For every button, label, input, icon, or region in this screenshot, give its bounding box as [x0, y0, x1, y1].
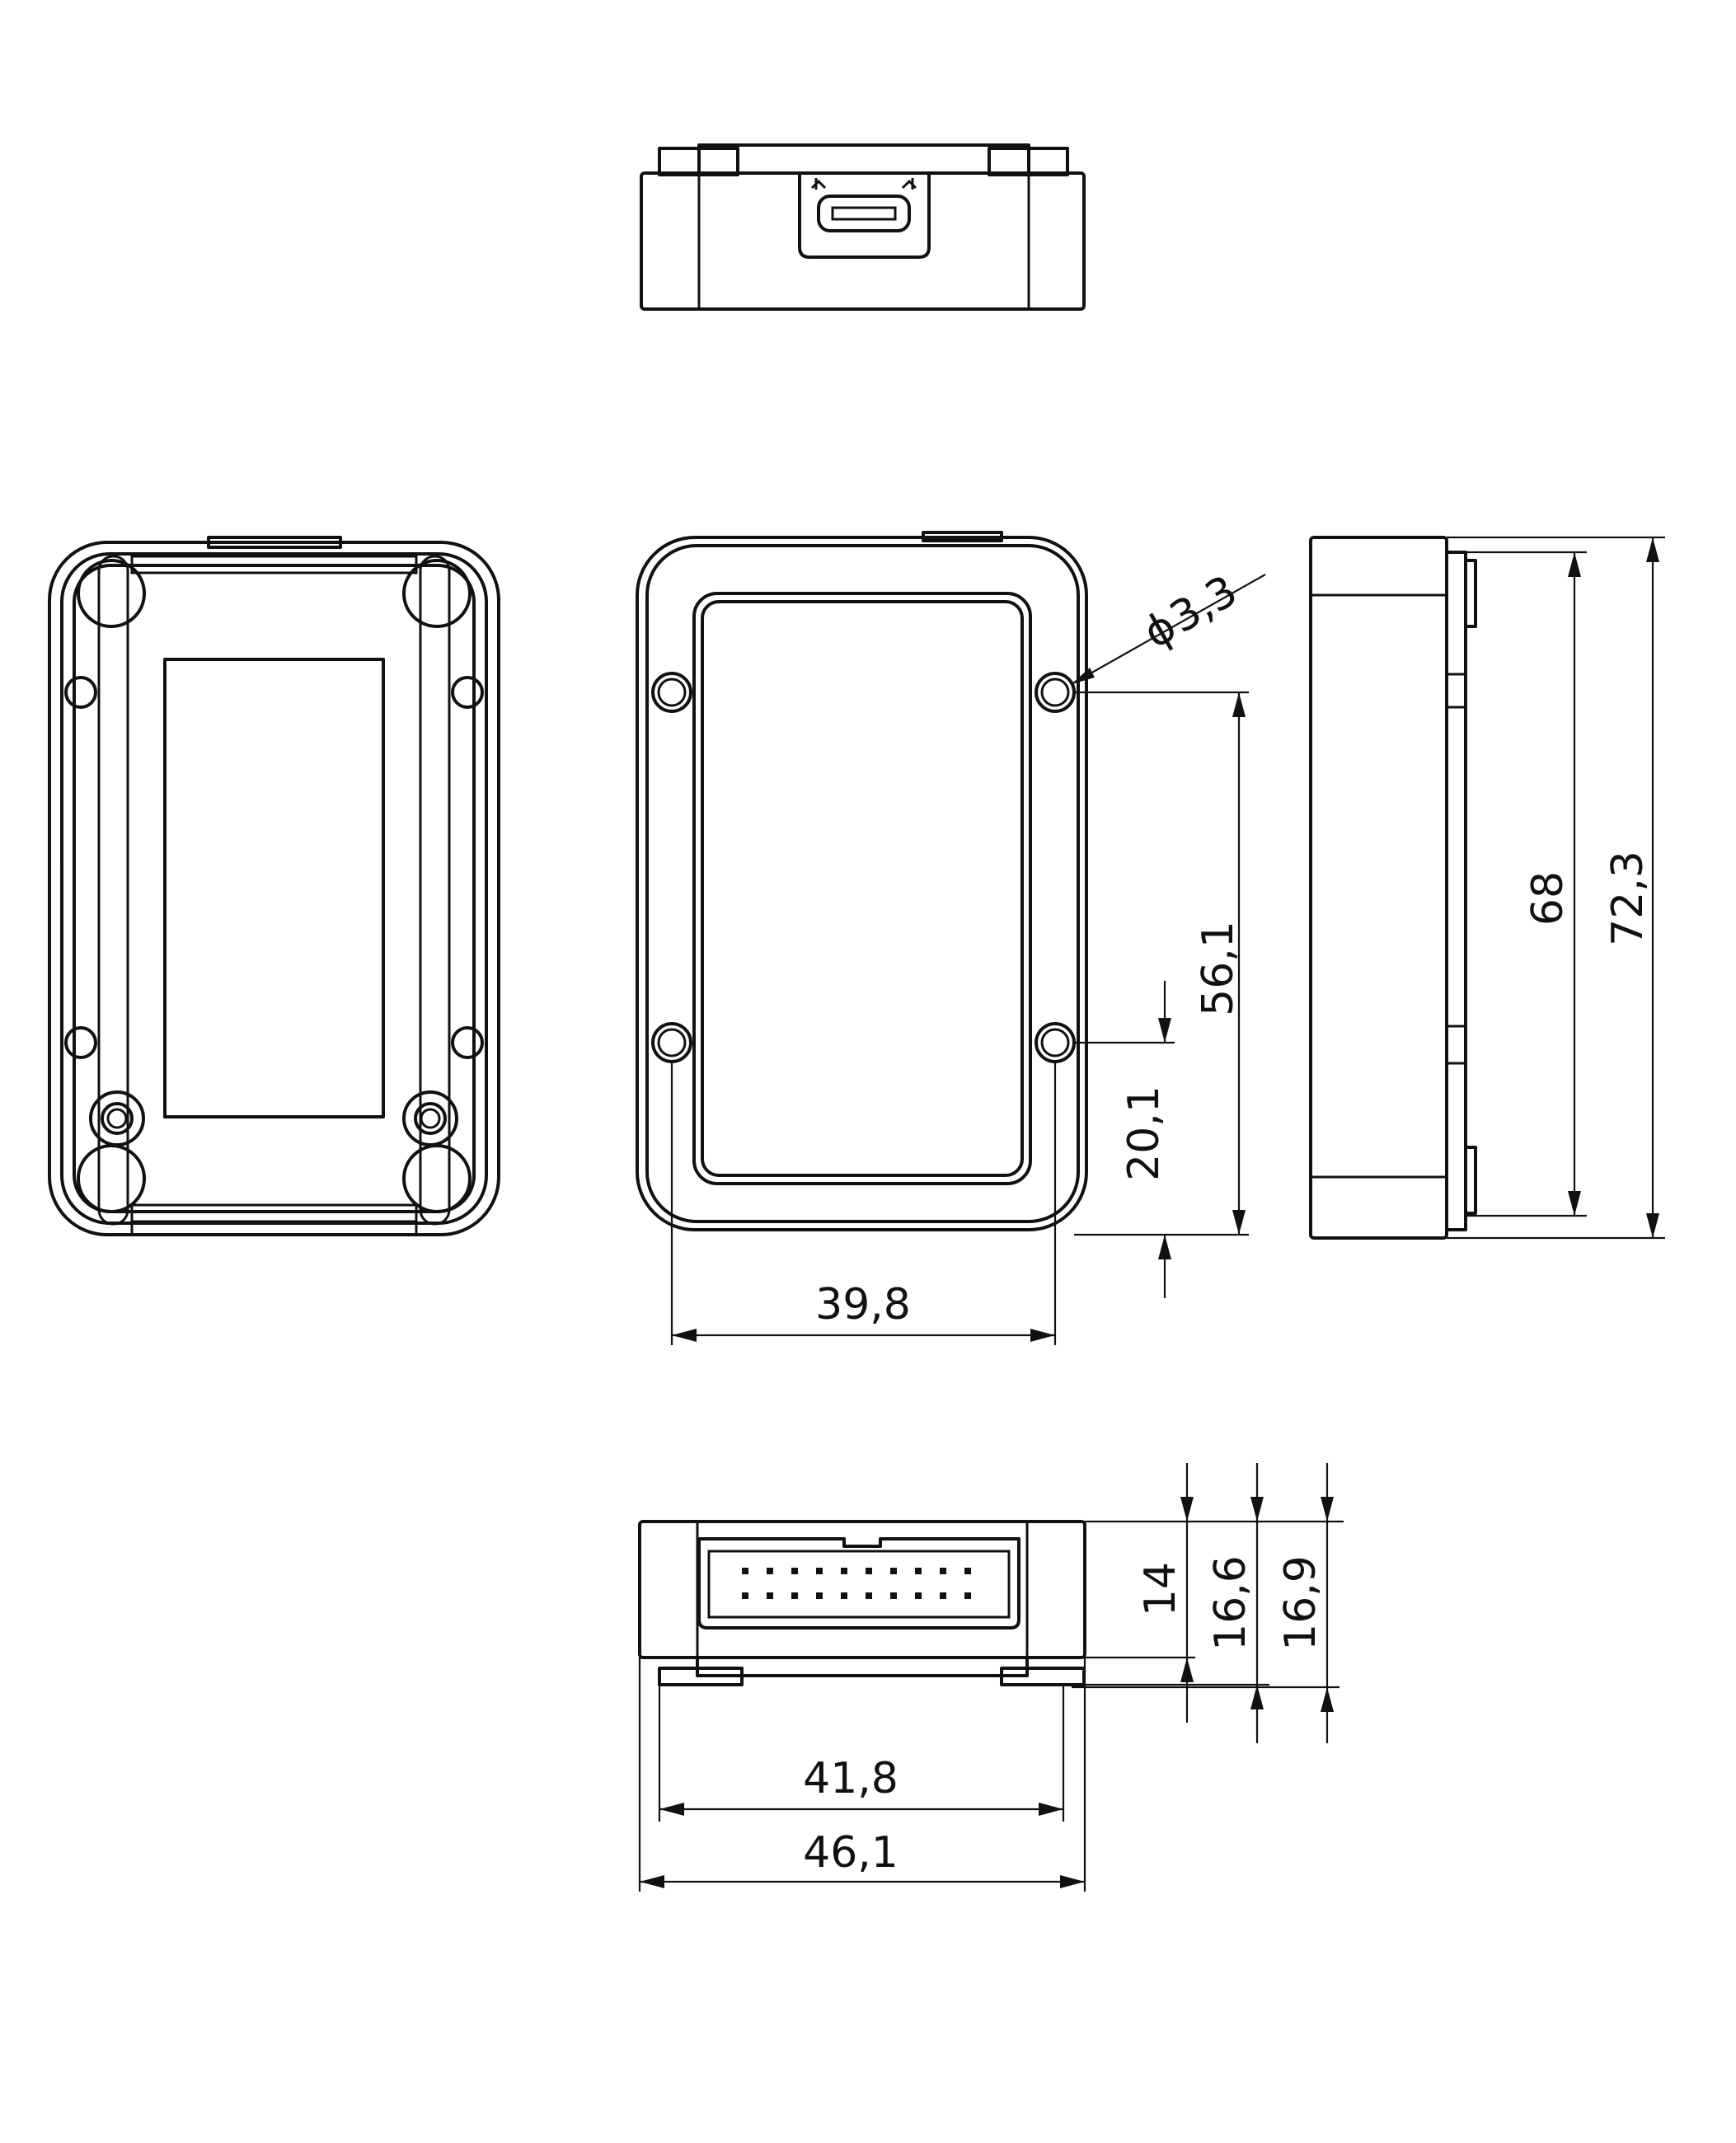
- top-view: [640, 143, 1086, 311]
- connector-pin: [742, 1592, 748, 1599]
- connector-pin: [915, 1592, 922, 1599]
- connector-pin: [841, 1568, 847, 1574]
- screw-hole-left: [89, 1090, 145, 1147]
- connector-pins: [742, 1568, 971, 1599]
- connector-pin: [841, 1592, 847, 1599]
- dim-depth-total: 16,9: [1276, 1555, 1325, 1651]
- connector-pin: [890, 1592, 897, 1599]
- dimension-lines: [638, 536, 1665, 1892]
- connector-pin: [940, 1568, 946, 1574]
- connector-pin: [791, 1592, 798, 1599]
- connector-pin: [791, 1568, 798, 1574]
- connector-pin: [915, 1568, 922, 1574]
- connector-pin: [964, 1592, 971, 1599]
- dim-hole-spacing-vertical: 56,1: [1194, 921, 1243, 1016]
- connector-pin: [890, 1568, 897, 1574]
- connector-pin: [742, 1568, 748, 1574]
- connector-pin: [767, 1568, 773, 1574]
- connector-pin: [767, 1592, 773, 1599]
- screw-hole-right: [402, 1090, 458, 1147]
- dim-inner-height: 68: [1523, 871, 1573, 926]
- window-inner: [701, 600, 1024, 1177]
- back-view: [48, 536, 500, 1236]
- connector-pin: [816, 1568, 823, 1574]
- window-outer: [692, 592, 1032, 1185]
- label-recess: [163, 658, 385, 1118]
- dim-width-outer: 46,1: [803, 1828, 898, 1878]
- connector-pin: [866, 1568, 872, 1574]
- side-view: [1309, 536, 1477, 1240]
- mount-hole: [651, 672, 692, 713]
- bottom-view: [638, 1520, 1086, 1686]
- dim-hole-to-bottom: 20,1: [1119, 1086, 1169, 1181]
- connector-pin: [816, 1592, 823, 1599]
- dim-width-inner: 41,8: [803, 1754, 898, 1803]
- dim-hole-spacing-horizontal: 39,8: [815, 1280, 911, 1329]
- micro-usb-port: [798, 173, 931, 259]
- connector-pin: [964, 1568, 971, 1574]
- dim-depth-with-base: 16,6: [1206, 1555, 1255, 1651]
- dim-depth-body: 14: [1136, 1562, 1185, 1616]
- front-view: [636, 531, 1088, 1231]
- connector-pin: [940, 1592, 946, 1599]
- connector-pin: [866, 1592, 872, 1599]
- ribbon-connector: [697, 1537, 1020, 1630]
- dim-outer-height: 72,3: [1603, 851, 1653, 946]
